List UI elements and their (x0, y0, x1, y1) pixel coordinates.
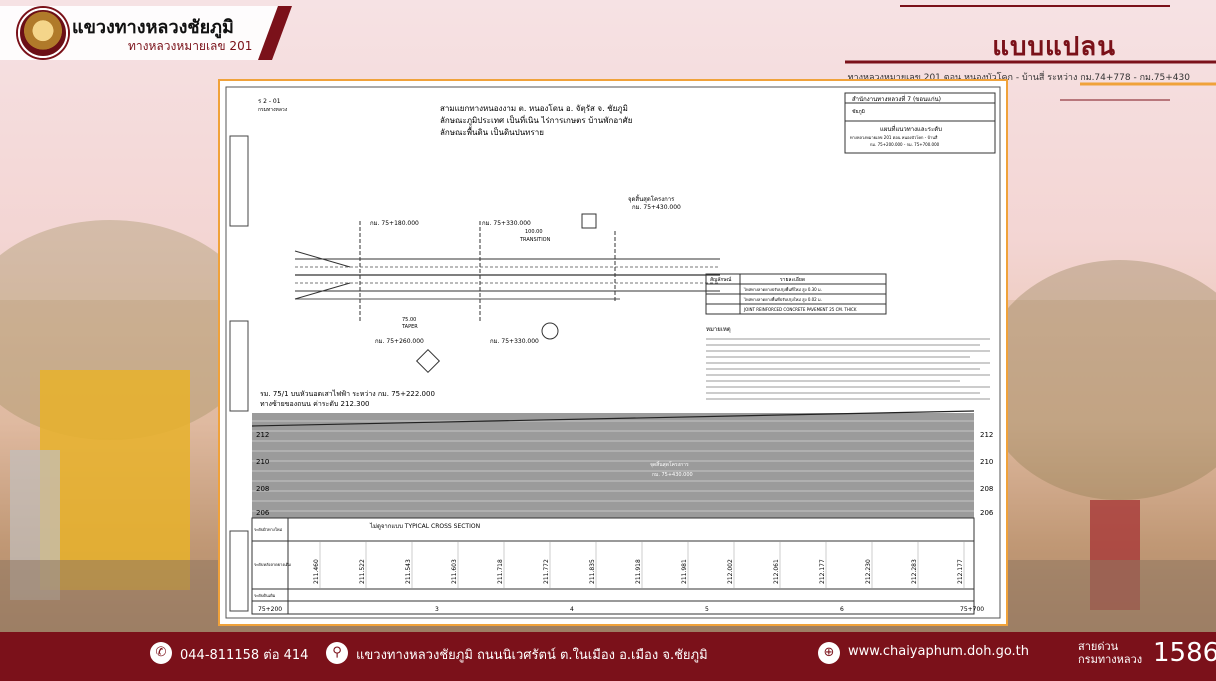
taper-length: 75.00 (402, 317, 416, 323)
legend-table: สัญลักษณ์ รายละเอียด ไหล่ทางลาดยางปรับปร… (705, 273, 887, 315)
sheet-number: ร 2 - 01 (258, 98, 281, 105)
profile-grid (251, 410, 975, 519)
road-plan-view (294, 213, 720, 321)
taper-label: TAPER (401, 324, 418, 330)
profile-level-206: 206 (256, 509, 270, 517)
plan-drawing: ร 2 - 01 กรมทางหลวง สามแยกทางหนองงาม ต. … (218, 79, 1008, 626)
elevation-value: 211.981 (681, 559, 688, 584)
legend-col-detail: รายละเอียด (780, 276, 805, 283)
legend-col-symbol: สัญลักษณ์ (710, 276, 732, 283)
hotline-number[interactable]: 1586 (1153, 638, 1216, 668)
footer-phone[interactable]: 044-811158 ต่อ 414 (180, 648, 309, 663)
org-title: แขวงทางหลวงชัยภูมิ (72, 17, 234, 38)
station-label-3: กม. 75+260.000 (375, 338, 424, 345)
phone-icon: ✆ (150, 642, 172, 664)
site-note-2: ลักษณะภูมิประเทศ เป็นที่เนิน ไร่การเกษตร… (440, 114, 632, 126)
elevation-value: 212.002 (727, 559, 734, 584)
footer-address: แขวงทางหลวงชัยภูมิ ถนนนิเวศรัตน์ ต.ในเมื… (356, 648, 708, 663)
header-banner-shape (0, 6, 292, 60)
header: แขวงทางหลวงชัยภูมิ ทางหลวงหมายเลข 201 แบ… (0, 0, 1216, 101)
elevation-value: 212.177 (957, 559, 964, 584)
page-title: แบบแปลน (992, 32, 1116, 62)
elevation-values: 211.460 211.522 211.543 211.603 211.718 211.7… (313, 541, 965, 589)
compass-symbol (541, 322, 559, 340)
org-subtitle: ทางหลวงหมายเลข 201 (128, 39, 253, 53)
page-subtitle: ทางหลวงหมายเลข 201 ตอน หนองบัวโคก - บ้าน… (847, 73, 1190, 83)
km-start: 75+200 (258, 606, 282, 613)
profile-level-212: 212 (256, 431, 269, 439)
elevation-value: 211.543 (405, 559, 412, 584)
profile-level-208: 208 (256, 485, 269, 493)
department-name: กรมทางหลวง (258, 107, 288, 113)
site-note-3: ลักษณะพื้นดิน เป็นดินปนทราย (440, 126, 544, 137)
elevation-value: 211.522 (359, 559, 366, 584)
legend-row-3: JOINT REINFORCED CONCRETE PAVEMENT 25 CM… (743, 307, 857, 312)
elevation-value: 211.718 (497, 559, 504, 584)
profile-note: ไม่ดูจากแบบ TYPICAL CROSS SECTION (369, 522, 480, 530)
profile-level-210: 210 (256, 458, 269, 466)
elevation-value: 211.835 (589, 559, 596, 584)
profile-end-label: จุดสิ้นสุดโครงการ (650, 459, 689, 468)
remarks-title: หมายเหตุ (706, 326, 731, 333)
profile-level-206-right: 206 (980, 509, 994, 517)
project-end-label: จุดสิ้นสุดโครงการ (628, 193, 675, 203)
title-office: สำนักงานทางหลวงที่ 7 (ขอนแก่น) (852, 95, 941, 103)
row-label-ground: ระดับดินเดิม (254, 593, 276, 598)
elevation-value: 212.177 (819, 559, 826, 584)
km-end: 75+700 (960, 606, 984, 613)
station-label-1: กม. 75+180.000 (370, 220, 419, 227)
location-pin-icon: ⚲ (326, 642, 348, 664)
km-tick-4: 4 (570, 606, 574, 613)
km-tick-5: 5 (705, 606, 709, 613)
elevation-value: 211.772 (543, 559, 550, 584)
elevation-value: 211.918 (635, 559, 642, 584)
title-district: ชัยภูมิ (852, 108, 865, 115)
km-tick-6: 6 (840, 606, 844, 613)
hotline-label-2: กรมทางหลวง (1078, 653, 1143, 666)
benchmark-elevation: ทางซ้ายของถนน ค่าระดับ 212.300 (260, 400, 369, 408)
legend-row-2: ไหล่ทางลาดยางพื้นที่ปรับปรุงใหม่ สูง 0.0… (743, 295, 822, 303)
km-tick-3: 3 (435, 606, 439, 613)
title-range: กม. 75+200.000 - กม. 75+700.000 (870, 142, 940, 147)
station-label-4: กม. 75+330.000 (490, 338, 539, 345)
benchmark-label: รม. 75/1 บนหัวนอตเสาไฟฟ้า ระหว่าง กม. 75… (260, 389, 435, 398)
elevation-value: 211.603 (451, 559, 458, 584)
footer-website[interactable]: www.chaiyaphum.doh.go.th (848, 644, 1030, 659)
title-route: ทางหลวงหมายเลข 201 ตอน หนองบัวโคก - บ้าน… (850, 135, 938, 140)
drawing-svg: ร 2 - 01 กรมทางหลวง สามแยกทางหนองงาม ต. … (225, 86, 1001, 619)
transition-label: TRANSITION (519, 237, 551, 243)
remarks-text-lines (706, 338, 990, 400)
hotline-label: สายด่วน กรมทางหลวง (1078, 640, 1142, 666)
globe-icon: ⊕ (818, 642, 840, 664)
elevation-value: 212.283 (911, 559, 918, 584)
elevation-value: 211.460 (313, 559, 320, 584)
title-block: สำนักงานทางหลวงที่ 7 (ขอนแก่น) ชัยภูมิ แ… (844, 92, 996, 154)
profile-level-208-right: 208 (980, 485, 993, 493)
row-label-old-surface: ระดับหลังลาดยางเดิม (254, 562, 291, 567)
legend-row-1: ไหล่ทางลาดยางปรับปรุงพื้นที่ใหม่ สูง 0.3… (743, 285, 822, 293)
row-label-new-surface: ระดับผิวทางใหม่ (254, 527, 282, 532)
title-desc: แผนที่แนวทางและระดับ (880, 125, 942, 133)
profile-level-210-right: 210 (980, 458, 993, 466)
title-accent-shape (845, 5, 1216, 101)
data-bands (251, 517, 975, 615)
department-logo (18, 8, 68, 58)
transition-length: 100.00 (525, 229, 543, 235)
site-note-1: สามแยกทางหนองงาม ต. หนองโดน อ. จัตุรัส จ… (440, 103, 628, 114)
elevation-value: 212.061 (773, 559, 780, 584)
elevation-value: 212.230 (865, 559, 872, 584)
project-end-station: กม. 75+430.000 (632, 204, 681, 211)
footer: ✆ 044-811158 ต่อ 414 ⚲ แขวงทางหลวงชัยภูม… (0, 632, 1216, 681)
truck-shape (40, 370, 190, 590)
benchmark-symbol (415, 348, 441, 374)
station-label-2: กม. 75+330.000 (482, 220, 531, 227)
hotline-label-1: สายด่วน (1078, 640, 1119, 653)
profile-end-station: กม. 75+430.000 (652, 472, 693, 478)
profile-level-212-right: 212 (980, 431, 993, 439)
